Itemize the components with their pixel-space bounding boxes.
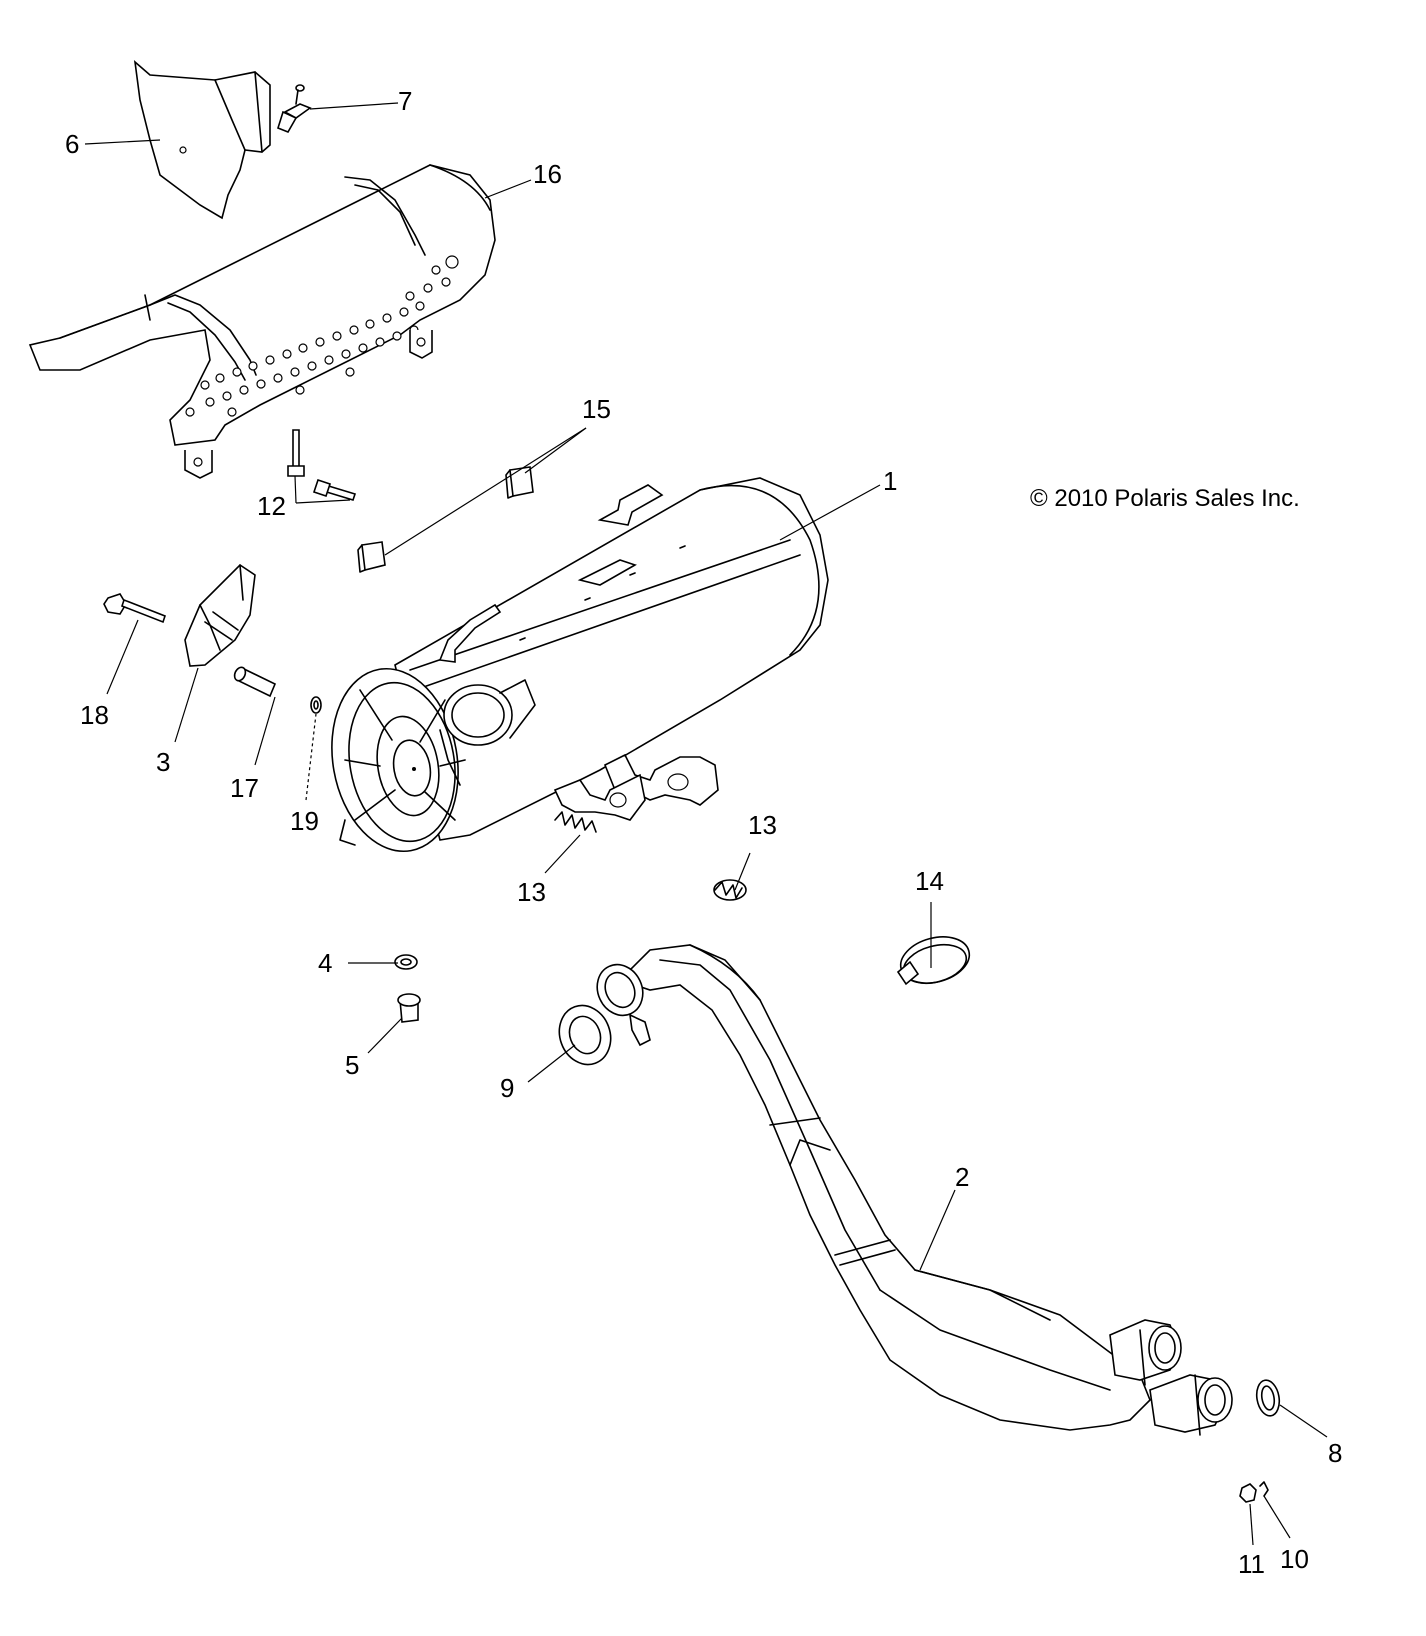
callout-11: 11: [1238, 1549, 1265, 1579]
callout-3: 3: [156, 747, 170, 777]
copyright-text: © 2010 Polaris Sales Inc.: [1030, 485, 1300, 512]
part-12-screws: [287, 429, 357, 501]
part-5-plug: [397, 993, 421, 1023]
shield-vent-holes: [185, 255, 459, 417]
part-13-springs: [554, 811, 747, 901]
callout-2: 2: [955, 1162, 969, 1192]
part-8-gasket: [1255, 1379, 1281, 1417]
callout-9: 9: [500, 1073, 514, 1103]
part-15-clip-nuts: [357, 466, 534, 573]
part-9-gasket: [558, 1004, 612, 1066]
callout-6: 6: [65, 129, 79, 159]
part-6-shield-bracket: [133, 60, 271, 220]
callout-5: 5: [345, 1050, 359, 1080]
part-1-muffler: [331, 477, 829, 853]
callout-10: 10: [1280, 1544, 1309, 1574]
callout-14: 14: [915, 866, 944, 896]
callout-7: 7: [398, 86, 412, 116]
part-17-spacer: [233, 666, 277, 698]
part-11-nut: [1239, 1483, 1257, 1503]
callout-18: 18: [80, 700, 109, 730]
leader-lines: [84, 102, 1328, 1546]
part-14-clamp: [896, 936, 971, 986]
callout-16: 16: [533, 159, 562, 189]
part-19-washer: [310, 696, 322, 714]
callout-8: 8: [1328, 1438, 1342, 1468]
part-10-lock: [1259, 1481, 1269, 1497]
callout-15: 15: [582, 394, 611, 424]
callout-1: 1: [883, 466, 897, 496]
callout-labels: 1 2 3 4 5 6 7 8 9 10 11 12 13 13 14 15 1…: [65, 86, 1342, 1579]
part-3-bracket: [184, 563, 256, 667]
callout-4: 4: [318, 948, 332, 978]
callout-19: 19: [290, 806, 319, 836]
part-16-heat-shield: [28, 164, 496, 479]
callout-13b: 13: [748, 810, 777, 840]
part-7-rivet: [277, 84, 312, 134]
callout-13a: 13: [517, 877, 546, 907]
part-2-head-pipe: [596, 944, 1233, 1436]
part-4-washer: [394, 954, 418, 970]
part-18-bolt: [103, 593, 166, 624]
callout-12: 12: [257, 491, 286, 521]
callout-17: 17: [230, 773, 259, 803]
